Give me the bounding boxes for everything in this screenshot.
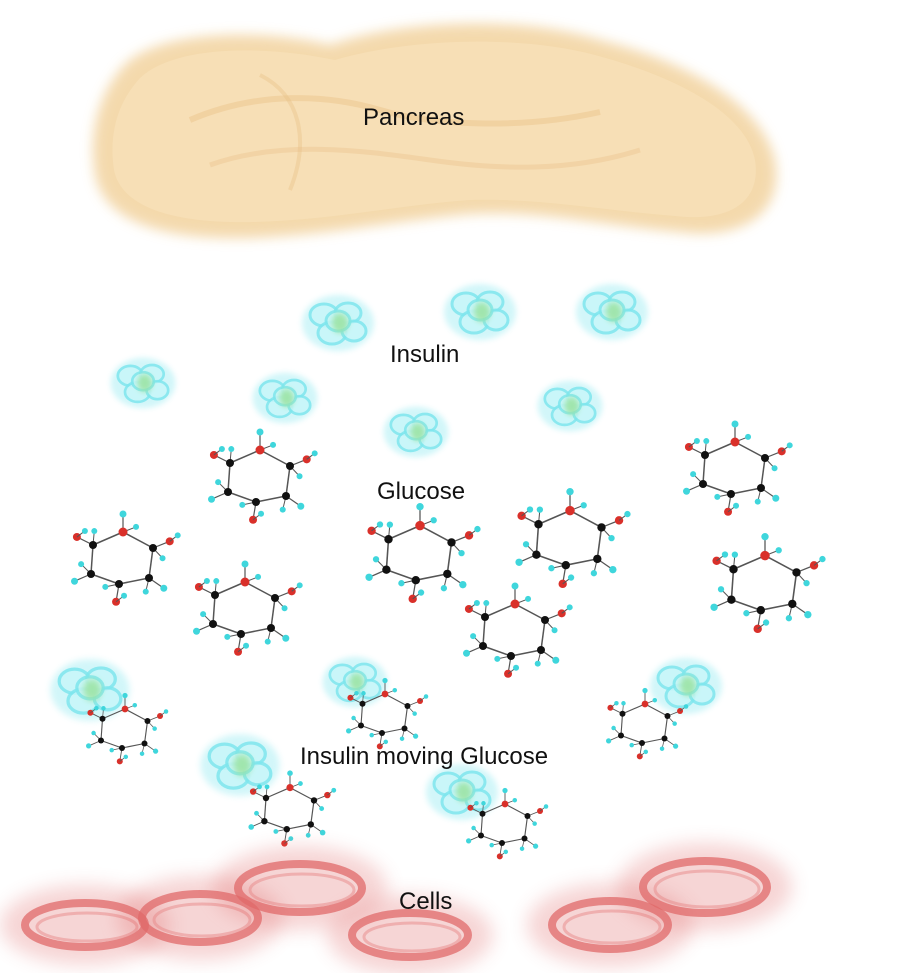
glucose-molecule: [463, 582, 573, 678]
glucose-molecules: [71, 420, 826, 860]
glucose-molecule: [193, 560, 303, 656]
insulin-molecule: [110, 357, 176, 409]
label-pancreas: Pancreas: [363, 104, 465, 131]
label-insulin: Insulin: [390, 341, 460, 368]
insulin-molecule: [302, 295, 374, 351]
glucose-molecule: [248, 770, 337, 847]
label-insulin-moving-glucose: Insulin moving Glucose: [300, 743, 549, 770]
glucose-molecule: [208, 428, 318, 524]
glucose-molecule: [606, 687, 689, 760]
insulin-molecule: [383, 406, 449, 458]
glucose-molecule: [86, 692, 169, 765]
cell: [213, 846, 387, 930]
insulin-molecule: [444, 284, 516, 340]
insulin-molecule: [426, 764, 498, 820]
insulin-molecule: [252, 372, 318, 424]
insulin-molecule: [50, 659, 130, 721]
insulin-molecule: [650, 658, 722, 714]
insulin-molecule: [200, 734, 280, 796]
glucose-molecule: [515, 488, 631, 589]
glucose-molecule: [683, 420, 793, 516]
cells: [0, 843, 792, 973]
glucose-molecule: [365, 503, 481, 604]
glucose-molecule: [346, 677, 429, 750]
glucose-molecule: [466, 787, 549, 860]
insulin-molecule: [576, 284, 648, 340]
insulin-molecules: [50, 284, 722, 820]
cell: [618, 843, 792, 931]
cell: [327, 895, 493, 973]
label-cells: Cells: [399, 888, 453, 915]
label-glucose: Glucose: [377, 478, 466, 505]
insulin-molecule: [537, 380, 603, 432]
pancreas: [92, 23, 777, 239]
insulin-molecule: [322, 656, 388, 708]
glucose-molecule: [71, 510, 181, 606]
glucose-molecule: [710, 533, 826, 634]
